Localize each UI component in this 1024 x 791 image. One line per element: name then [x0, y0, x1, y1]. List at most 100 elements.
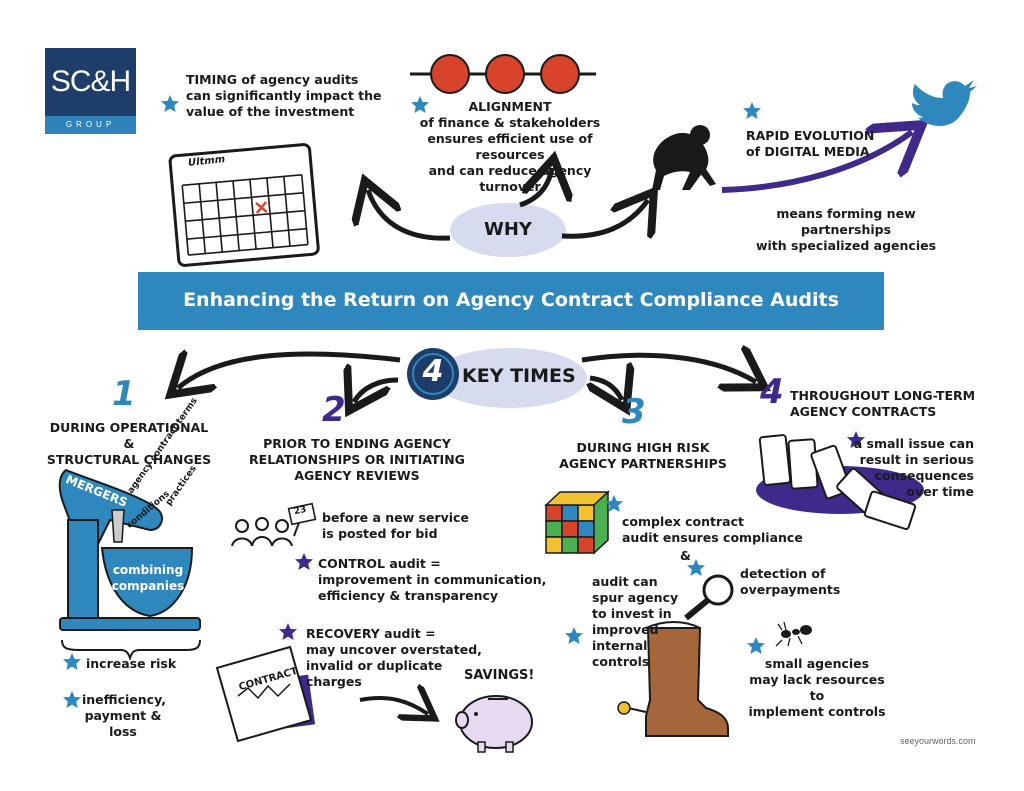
- why-arrow-left: [368, 190, 451, 241]
- page-title: Enhancing the Return on Agency Contract …: [183, 289, 839, 311]
- complex-line: audit ensures compliance: [622, 530, 803, 545]
- spur-line: improved: [592, 622, 659, 637]
- partnerships-note: means forming new partnerships with spec…: [736, 206, 956, 254]
- spur-line: internal: [592, 638, 648, 653]
- partnerships-line: with specialized agencies: [755, 238, 937, 253]
- spur-line: spur agency: [592, 590, 679, 605]
- spur-line: controls: [592, 654, 650, 669]
- key-time-3-number: 3: [622, 392, 646, 432]
- logo-wordmark: SC&H: [50, 65, 131, 98]
- recovery-line: may uncover overstated,: [306, 642, 482, 657]
- key-time-4-title-line: AGENCY CONTRACTS: [790, 404, 937, 419]
- contract-document-icon: [215, 645, 316, 743]
- key-time-2-title-line: PRIOR TO ENDING AGENCY: [263, 436, 451, 451]
- control-audit-note: CONTROL audit = improvement in communica…: [318, 556, 546, 604]
- calendar-icon: [168, 143, 320, 267]
- detection-note: detection of overpayments: [740, 566, 840, 598]
- inefficiency-line: inefficiency,: [82, 692, 167, 707]
- recovery-line: RECOVERY audit =: [306, 626, 436, 641]
- key-times-label: KEY TIMES: [462, 365, 576, 387]
- issue-line: result in serious: [859, 452, 974, 467]
- key-time-2-number: 2: [322, 390, 346, 430]
- small-agencies-line: small agencies: [764, 656, 870, 671]
- key-time-2-title-line: AGENCY REVIEWS: [294, 468, 420, 483]
- evolution-note: RAPID EVOLUTION of DIGITAL MEDIA: [746, 128, 874, 160]
- bid-line: is posted for bid: [322, 526, 438, 541]
- alignment-note: ALIGNMENT of finance & stakeholders ensu…: [400, 99, 620, 195]
- spur-line: audit can: [592, 574, 658, 589]
- alignment-line: ensures efficient use of resources: [427, 131, 593, 162]
- key-time-1-title: DURING OPERATIONAL & STRUCTURAL CHANGES: [44, 420, 214, 468]
- recovery-line: charges: [306, 674, 362, 689]
- complex-line: complex contract: [622, 514, 745, 529]
- arrow-to-4: [581, 355, 756, 382]
- inefficiency-line: payment &: [84, 708, 162, 723]
- spur-agency-note: audit can spur agency to invest in impro…: [592, 574, 678, 670]
- small-agencies-line: may lack resources to: [749, 672, 885, 703]
- issue-line: a small issue can: [853, 436, 974, 451]
- key-time-4-title-line: THROUGHOUT LONG-TERM: [790, 388, 976, 403]
- ampersand: &: [680, 548, 691, 563]
- alignment-circles-icon: [410, 54, 596, 94]
- dominoes-icon: [758, 434, 917, 530]
- inefficiency-line: loss: [109, 724, 137, 739]
- ant-icon: [775, 621, 812, 647]
- control-line: improvement in communication,: [318, 572, 547, 587]
- control-line: efficiency & transparency: [318, 588, 499, 603]
- savings-label: SAVINGS!: [464, 668, 535, 683]
- bidders-icon: [231, 517, 301, 547]
- key-times-badge-ring: [412, 353, 454, 395]
- detection-line: detection of: [740, 566, 826, 581]
- arrow-to-1: [178, 354, 401, 388]
- timing-line: value of the investment: [186, 104, 355, 119]
- key-time-3-title-line: DURING HIGH RISK: [576, 440, 710, 455]
- alignment-line: of finance & stakeholders: [419, 115, 601, 130]
- bid-line: before a new service: [322, 510, 469, 525]
- timing-note: TIMING of agency audits can significantl…: [186, 72, 382, 120]
- bid-card: [287, 502, 317, 526]
- timing-line: can significantly impact the: [186, 88, 382, 103]
- alignment-line: ALIGNMENT: [468, 99, 552, 114]
- magnifier-icon: [684, 574, 734, 621]
- bid-note: before a new service is posted for bid: [322, 510, 469, 542]
- control-line: CONTROL audit =: [318, 556, 441, 571]
- digital-evolution-arrow: [721, 132, 912, 193]
- sch-group-logo: SC&H GROUP: [45, 48, 136, 134]
- complex-contract-note: complex contract audit ensures complianc…: [622, 514, 803, 546]
- ape-evolution-icon: [652, 125, 716, 190]
- key-time-1-title-line: DURING OPERATIONAL &: [49, 420, 209, 451]
- why-arrow-right: [561, 200, 648, 236]
- rubiks-cube-icon: [544, 490, 610, 555]
- key-time-4-title: THROUGHOUT LONG-TERM AGENCY CONTRACTS: [790, 388, 975, 420]
- why-bubble: [450, 203, 566, 257]
- piggy-bank-icon: [455, 695, 533, 753]
- small-agencies-note: small agencies may lack resources to imp…: [742, 656, 892, 720]
- mixer-brace: [61, 639, 201, 662]
- key-time-4-number: 4: [760, 372, 784, 412]
- recovery-line: invalid or duplicate: [306, 658, 443, 673]
- why-arrow-up: [519, 168, 552, 208]
- arrow-to-2: [354, 380, 399, 402]
- alignment-line: and can reduce agency turnover: [428, 163, 592, 194]
- title-banner: Enhancing the Return on Agency Contract …: [138, 272, 884, 330]
- small-issue-note: a small issue can result in serious cons…: [850, 436, 974, 500]
- evolution-line: of DIGITAL MEDIA: [746, 144, 870, 159]
- timing-line: TIMING of agency audits: [186, 72, 359, 87]
- credit-text: seeyourwords.com: [900, 736, 976, 746]
- why-label: WHY: [484, 219, 532, 240]
- bullet-inefficiency: inefficiency, payment & loss: [82, 692, 167, 740]
- cowboy-boot-icon: [617, 621, 729, 737]
- small-agencies-line: implement controls: [748, 704, 886, 719]
- key-time-1-title-line: STRUCTURAL CHANGES: [46, 452, 212, 467]
- recovery-audit-note: RECOVERY audit = may uncover overstated,…: [306, 626, 482, 690]
- bullet-increase-risk: increase risk: [86, 656, 177, 671]
- detection-line: overpayments: [740, 582, 841, 597]
- bowl-line: combining: [112, 563, 184, 577]
- key-time-2-title-line: RELATIONSHIPS OR INITIATING: [249, 452, 465, 467]
- key-times-badge: [407, 348, 459, 400]
- twitter-bird-icon: [912, 80, 977, 126]
- bowl-line: companies: [111, 579, 185, 593]
- key-times-badge-number: 4: [422, 354, 444, 389]
